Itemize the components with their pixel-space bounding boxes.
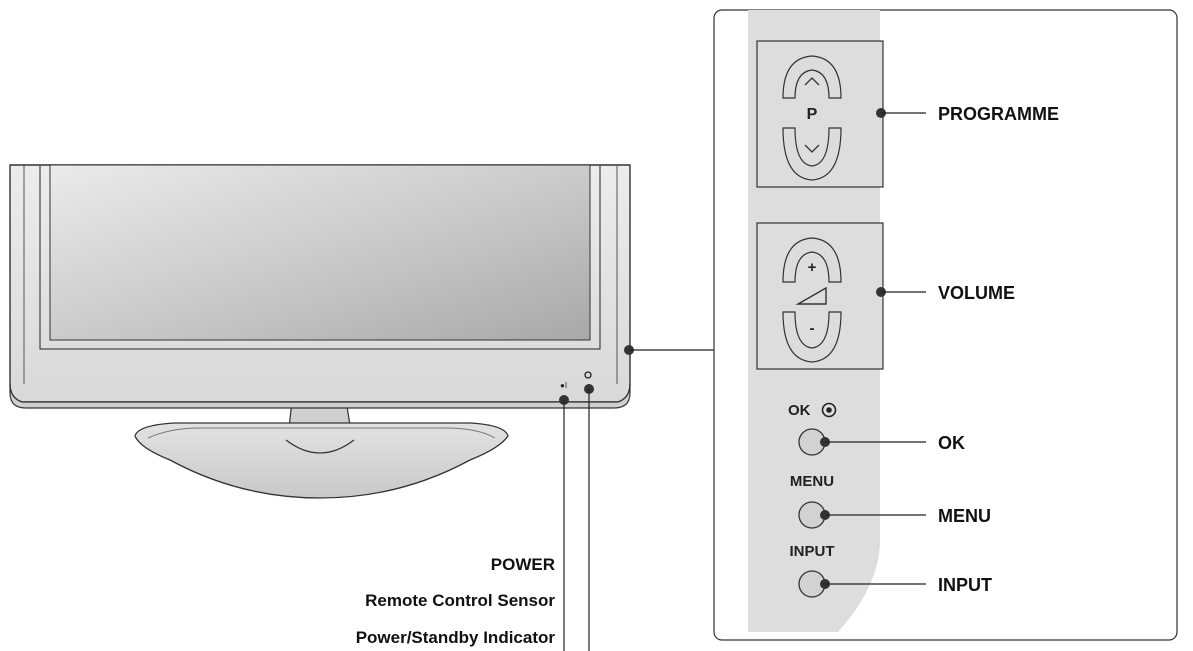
control-panel-detail: P + - OK MENU INPUT: [713, 9, 1178, 641]
ok-panel-label: OK: [788, 402, 811, 419]
tv-power-glyph: ●I: [560, 381, 567, 390]
tv-sensor-glyph: [584, 371, 592, 379]
ok-callout-label: OK: [938, 433, 965, 453]
tv-stand-base-inner-edge: [147, 427, 496, 439]
callouts: [820, 108, 926, 589]
chevron-down-icon: [804, 144, 820, 153]
remote-sensor-label: Remote Control Sensor: [365, 591, 555, 610]
input-callout-label: INPUT: [938, 575, 992, 595]
menu-panel-label: MENU: [790, 473, 834, 490]
ok-target-icon-center: [826, 407, 832, 413]
programme-callout-label: PROGRAMME: [938, 104, 1059, 124]
input-panel-label: INPUT: [790, 543, 835, 560]
tv-set: ●I: [9, 164, 740, 651]
volume-wedge-icon: [795, 286, 827, 305]
chevron-up-icon: [804, 77, 820, 86]
volume-up-button[interactable]: +: [782, 237, 842, 283]
standby-indicator-label: Power/Standby Indicator: [356, 628, 556, 647]
volume-plus-label: +: [808, 259, 817, 276]
volume-callout-label: VOLUME: [938, 283, 1015, 303]
programme-letter: P: [807, 106, 818, 123]
programme-down-button[interactable]: [782, 127, 842, 181]
ok-target-icon: [821, 402, 837, 418]
programme-up-button[interactable]: [782, 55, 842, 99]
volume-down-button[interactable]: -: [782, 311, 842, 363]
power-label: POWER: [491, 555, 555, 574]
volume-minus-label: -: [810, 320, 815, 337]
tv-stand-base: [134, 422, 509, 499]
tv-screen: [49, 164, 591, 341]
tv-stand-neck-front: [285, 439, 355, 454]
menu-callout-label: MENU: [938, 506, 991, 526]
tv-bottom-trim: [9, 383, 631, 409]
